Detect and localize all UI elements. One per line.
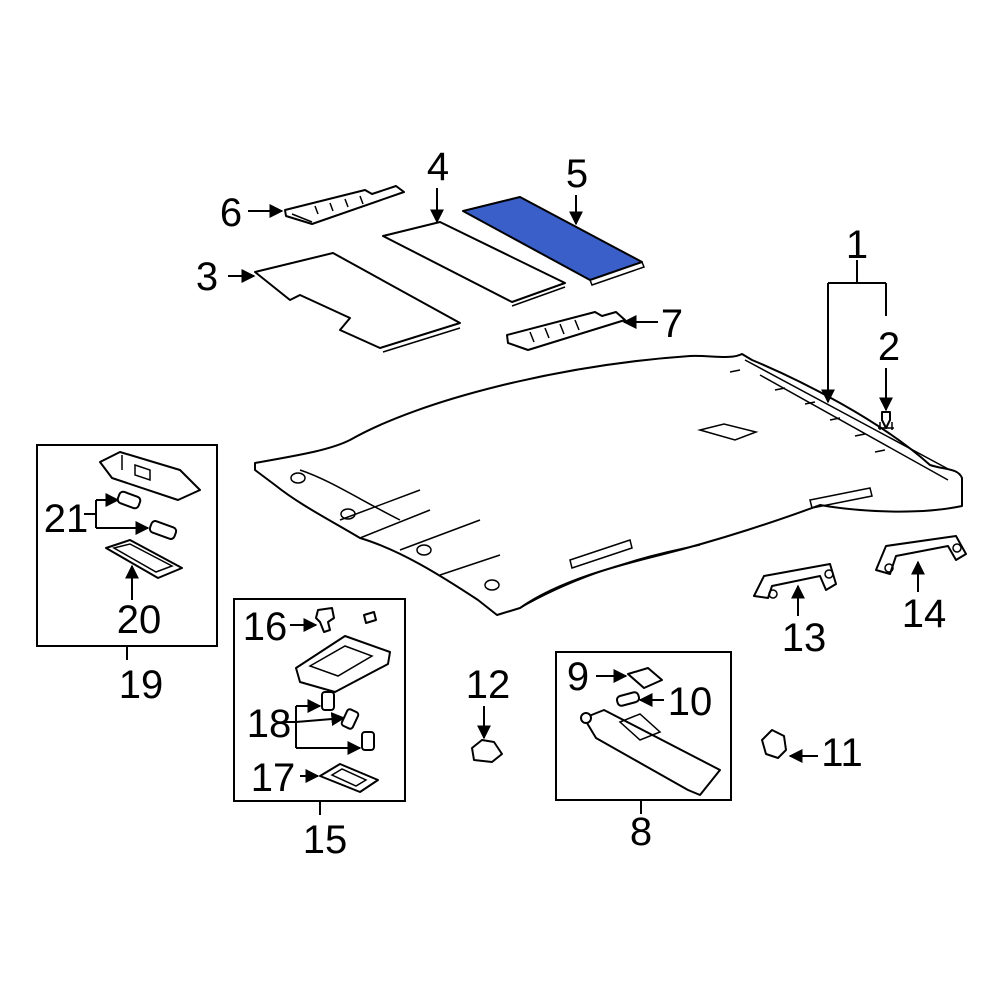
part-7-insulator[interactable] [506,311,626,351]
callout-14: 14 [902,592,947,636]
part-17-lens[interactable] [319,763,379,793]
part-21-bulb[interactable] [116,490,178,540]
callout-10: 10 [668,680,713,724]
part-18-bulbs[interactable] [321,691,375,751]
part-13-grab-handle[interactable] [753,563,837,599]
callout-19: 19 [119,663,164,707]
part-15-lamp-housing[interactable] [295,635,391,693]
part-3-insulator[interactable] [254,252,461,353]
part-2-clip[interactable] [878,411,894,430]
callout-20: 20 [117,598,162,642]
part-1-headliner[interactable] [254,353,963,616]
part-4-pad[interactable] [382,221,566,307]
callout-8: 8 [630,810,652,854]
part-20-lens[interactable] [105,539,183,579]
callout-18: 18 [247,702,292,746]
part-8-sun-visor[interactable] [580,709,721,796]
callout-7: 7 [661,302,683,346]
callout-17: 17 [251,756,296,800]
callout-1: 1 [846,223,868,267]
callout-12: 12 [466,663,511,707]
part-14-grab-handle[interactable] [875,535,967,575]
callout-16: 16 [243,605,288,649]
callout-6: 6 [220,191,242,235]
callout-11: 11 [821,731,863,775]
part-6-insulator[interactable] [284,185,405,225]
part-15-nut[interactable] [363,611,377,624]
part-10-bulb[interactable] [615,691,641,707]
callout-2: 2 [878,325,900,369]
part-19-map-lamp[interactable] [99,451,201,501]
callout-5: 5 [566,152,588,196]
part-11-hook[interactable] [761,729,787,759]
part-16-screw[interactable] [315,607,335,633]
callout-4: 4 [427,145,449,189]
callout-21: 21 [44,497,89,541]
part-5-pad-highlighted[interactable] [462,196,645,286]
part-8-box [555,651,732,801]
callout-9: 9 [567,655,589,699]
callout-15: 15 [303,818,348,862]
part-12-holder[interactable] [471,739,503,763]
callout-3: 3 [196,255,218,299]
part-9-mirror[interactable] [627,667,663,689]
callout-13: 13 [782,616,827,660]
